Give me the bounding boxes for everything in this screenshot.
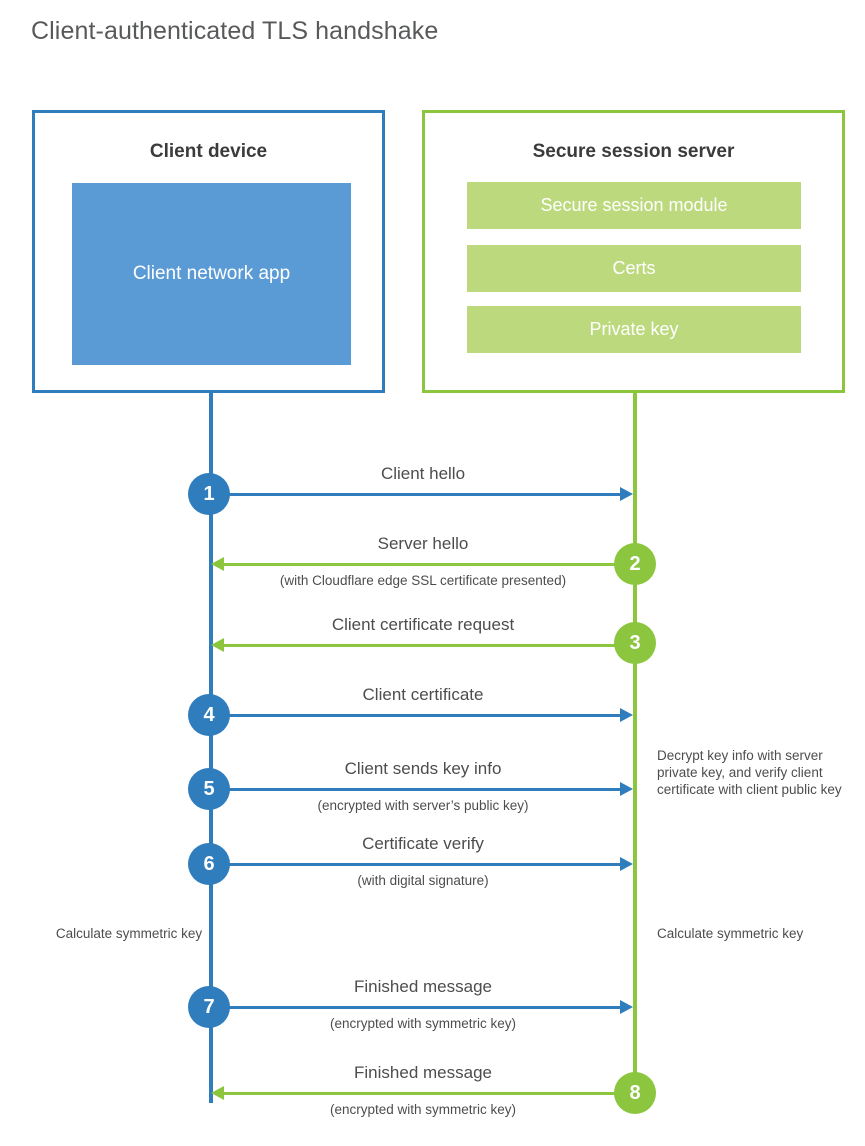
client-device-title: Client device: [149, 141, 268, 162]
client-network-app-label: Client network app: [132, 263, 291, 284]
step-number: 3: [629, 631, 641, 654]
arrow-line-1: [213, 493, 620, 496]
page-title: Client-authenticated TLS handshake: [31, 17, 439, 45]
message-label-1: Client hello: [380, 464, 466, 483]
message-label-7: Finished message: [354, 977, 492, 996]
arrow-head-left-icon: [211, 638, 224, 652]
step-number: 5: [203, 777, 215, 800]
step-number: 7: [203, 995, 215, 1018]
message-label-5: Client sends key info: [344, 759, 502, 778]
step-number: 2: [629, 552, 641, 575]
arrow-head-right-icon: [620, 857, 633, 871]
arrow-head-left-icon: [211, 1086, 224, 1100]
step-circle-2[interactable]: 2: [614, 543, 656, 585]
arrow-line-8: [224, 1092, 635, 1095]
message-sublabel-5: (encrypted with server’s public key): [317, 798, 529, 813]
message-label-2: Server hello: [377, 534, 469, 553]
note-decrypt-key-info: Decrypt key info with server private key…: [657, 748, 842, 797]
arrow-head-right-icon: [620, 782, 633, 796]
step-number: 4: [203, 703, 215, 726]
arrow-line-7: [213, 1006, 620, 1009]
step-circle-8[interactable]: 8: [614, 1072, 656, 1114]
server-component-private-key: Private key: [467, 306, 801, 353]
server-component-secure-session-module: Secure session module: [467, 182, 801, 229]
client-network-app-block: Client network app: [72, 183, 351, 365]
arrow-line-3: [224, 644, 635, 647]
client-lifeline: [209, 391, 213, 1103]
arrow-line-2: [224, 563, 635, 566]
message-sublabel-8: (encrypted with symmetric key): [329, 1102, 517, 1117]
note-calculate-symmetric-key-server: Calculate symmetric key: [657, 926, 804, 941]
arrow-head-right-icon: [620, 487, 633, 501]
message-label-8: Finished message: [354, 1063, 492, 1082]
arrow-head-right-icon: [620, 708, 633, 722]
arrow-head-right-icon: [620, 1000, 633, 1014]
client-device-box: Client device Client network app: [32, 110, 385, 393]
secure-session-server-title: Secure session server: [532, 141, 735, 162]
server-component-certs: Certs: [467, 245, 801, 292]
server-component-label: Private key: [589, 319, 679, 339]
secure-session-server-box: Secure session server Secure session mod…: [422, 110, 845, 393]
step-number: 1: [203, 482, 215, 505]
server-component-label: Certs: [612, 258, 656, 278]
message-label-3: Client certificate request: [331, 615, 515, 634]
message-sublabel-6: (with digital signature): [357, 873, 489, 888]
arrow-line-5: [213, 788, 620, 791]
step-circle-5[interactable]: 5: [188, 768, 230, 810]
step-circle-3[interactable]: 3: [614, 622, 656, 664]
step-circle-6[interactable]: 6: [188, 843, 230, 885]
step-circle-4[interactable]: 4: [188, 694, 230, 736]
server-component-label: Secure session module: [540, 195, 728, 215]
message-label-6: Certificate verify: [362, 834, 484, 853]
message-sublabel-2: (with Cloudflare edge SSL certificate pr…: [279, 573, 567, 588]
arrow-line-4: [213, 714, 620, 717]
message-sublabel-7: (encrypted with symmetric key): [329, 1016, 517, 1031]
step-circle-1[interactable]: 1: [188, 473, 230, 515]
step-number: 8: [629, 1081, 641, 1104]
step-number: 6: [203, 852, 215, 875]
arrow-head-left-icon: [211, 557, 224, 571]
step-circle-7[interactable]: 7: [188, 986, 230, 1028]
arrow-line-6: [213, 863, 620, 866]
message-label-4: Client certificate: [362, 685, 484, 704]
server-lifeline: [633, 391, 637, 1093]
note-calculate-symmetric-key-client: Calculate symmetric key: [55, 926, 203, 941]
